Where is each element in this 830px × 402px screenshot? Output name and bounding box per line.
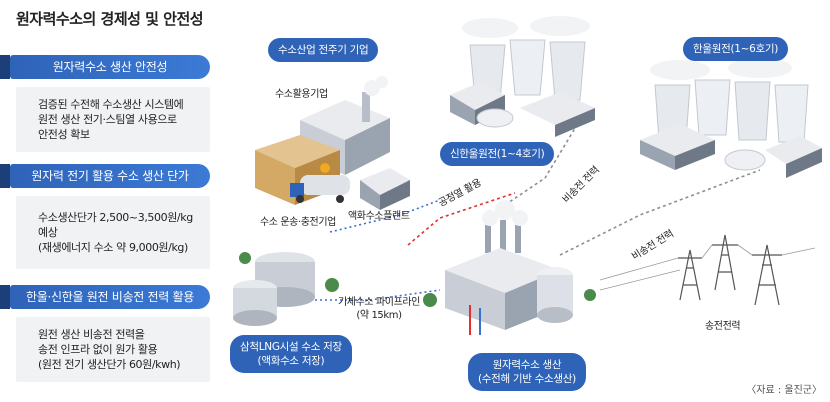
card-heading: 원자력 전기 활용 수소 생산 단가 [0, 164, 210, 188]
card-line: (원전 전기 생산단가 60원/kwh) [38, 358, 181, 371]
hydrogen-production-pill: 원자력수소 생산 (수전해 기반 수소생산) [468, 353, 586, 391]
card-line: 안전성 확보 [38, 128, 90, 141]
card-line: 원전 생산 전기·스팀열 사용으로 [38, 113, 177, 126]
info-card-safety: 원자력수소 생산 안전성 검증된 수전해 수소생산 시스템에 원전 생산 전기·… [0, 55, 210, 152]
card-line: 원전 생산 비송전 전력을 [38, 328, 145, 341]
card-heading: 한울·신한울 원전 비송전 전력 활용 [0, 285, 210, 309]
card-body: 수소생산단가 2,500~3,500원/kg 예상 (재생에너지 수소 약 9,… [16, 196, 210, 269]
production-pill-line: (수전해 기반 수소생산) [478, 373, 576, 385]
lng-pill-line: (액화수소 저장) [257, 355, 325, 367]
pipeline-label-line: (약 15km) [356, 310, 402, 321]
card-line: (재생에너지 수소 약 9,000원/kg) [38, 241, 188, 254]
transport-label: 수소 운송·충전기업 [260, 217, 336, 228]
transmission-label: 송전전력 [705, 321, 741, 332]
lng-storage-illustration [233, 252, 339, 326]
production-pill-line: 원자력수소 생산 [492, 359, 562, 371]
pipeline-label: 기체수소 파이프라인 (약 15km) [338, 296, 420, 322]
hydrogen-industry-pill: 수소산업 전주기 기업 [268, 38, 379, 62]
hydrogen-use-label: 수소활용기업 [275, 89, 328, 100]
liquefaction-label: 액화수소플랜트 [348, 211, 410, 222]
card-line: 송전 인프라 없이 원가 활용 [38, 343, 158, 356]
lng-pill-line: 삼척LNG시설 수소 저장 [240, 341, 342, 353]
card-body: 검증된 수전해 수소생산 시스템에 원전 생산 전기·스팀열 사용으로 안전성 … [16, 87, 210, 152]
shinhanul-pill: 신한울원전(1~4호기) [440, 142, 555, 166]
hydrogen-industry-illustration [255, 76, 410, 210]
page-title: 원자력수소의 경제성 및 안전성 [16, 10, 204, 28]
hanul-plant-illustration [640, 58, 822, 178]
source-credit: 〈자료 : 울진군〉 [746, 385, 822, 396]
connection-lines [300, 119, 761, 301]
process-heat-line [407, 192, 516, 246]
card-heading: 원자력수소 생산 안전성 [0, 55, 210, 79]
hydrogen-production-illustration [423, 200, 596, 335]
card-body: 원전 생산 비송전 전력을 송전 인프라 없이 원가 활용 (원전 전기 생산단… [16, 317, 210, 382]
info-card-cost: 원자력 전기 활용 수소 생산 단가 수소생산단가 2,500~3,500원/k… [0, 164, 210, 269]
pipeline-label-line: 기체수소 파이프라인 [338, 297, 420, 308]
pipeline-line [300, 289, 441, 301]
transmission-towers-illustration [599, 234, 816, 306]
hydrogen-line [329, 199, 441, 233]
card-line: 검증된 수전해 수소생산 시스템에 [38, 98, 184, 111]
info-card-power: 한울·신한울 원전 비송전 전력 활용 원전 생산 비송전 전력을 송전 인프라… [0, 285, 210, 382]
hanul-pill: 한울원전(1~6호기) [683, 37, 789, 61]
card-line: 수소생산단가 2,500~3,500원/kg 예상 [38, 211, 193, 239]
non-transmission-line-1 [504, 119, 581, 206]
non-transmission-line-2 [559, 169, 761, 256]
lng-storage-pill: 삼척LNG시설 수소 저장 (액화수소 저장) [230, 335, 352, 373]
shinhanul-plant-illustration [450, 16, 595, 137]
